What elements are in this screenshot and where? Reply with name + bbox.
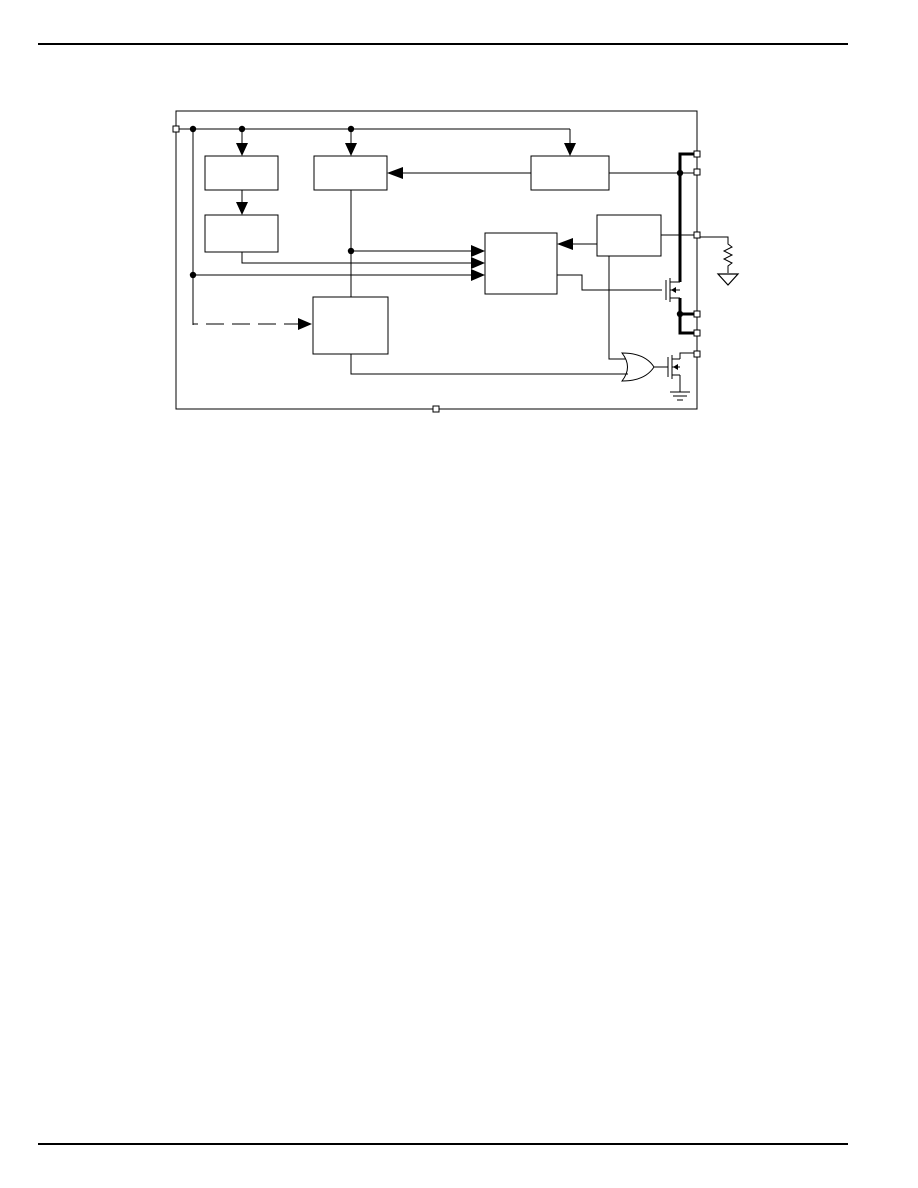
pin (693, 231, 701, 239)
pin (693, 329, 701, 337)
arrow-icon (387, 167, 403, 179)
wire (608, 256, 626, 360)
block-6 (596, 214, 662, 257)
wire (350, 354, 628, 375)
block-7 (312, 296, 389, 355)
dashed-wire (192, 285, 298, 325)
ground-icon (670, 391, 690, 401)
junction-dot (676, 169, 684, 177)
resistor-icon (697, 236, 734, 273)
arrow-icon (557, 238, 573, 250)
arrow-icon (236, 202, 248, 215)
n-mosfet-icon (665, 278, 680, 302)
junction-dot (189, 271, 197, 279)
wire (557, 274, 662, 291)
pin (432, 405, 440, 413)
thick-rail (678, 152, 697, 335)
junction-dot (238, 125, 246, 133)
junction-dot (347, 247, 355, 255)
junction-dot (189, 125, 197, 133)
header-rule (38, 43, 848, 45)
pin (693, 150, 701, 158)
block-2 (313, 155, 388, 191)
block-3 (530, 155, 610, 191)
footer-rule (38, 1143, 848, 1145)
block-1 (204, 155, 279, 191)
pin (693, 310, 701, 318)
n-mosfet-icon (667, 352, 697, 392)
block-5 (484, 232, 558, 295)
block-4 (204, 214, 279, 253)
pin (172, 125, 180, 133)
or-gate-icon (620, 352, 655, 382)
junction-dot (347, 125, 355, 133)
block-5-inputs (193, 245, 485, 281)
arrow-icon (345, 143, 357, 156)
junction-dot (676, 310, 684, 318)
arrow-icon (236, 143, 248, 156)
pin (693, 168, 701, 176)
pin (693, 350, 701, 358)
arrow-icon (298, 318, 312, 330)
ground-icon (716, 273, 740, 286)
arrow-icon (564, 143, 576, 156)
